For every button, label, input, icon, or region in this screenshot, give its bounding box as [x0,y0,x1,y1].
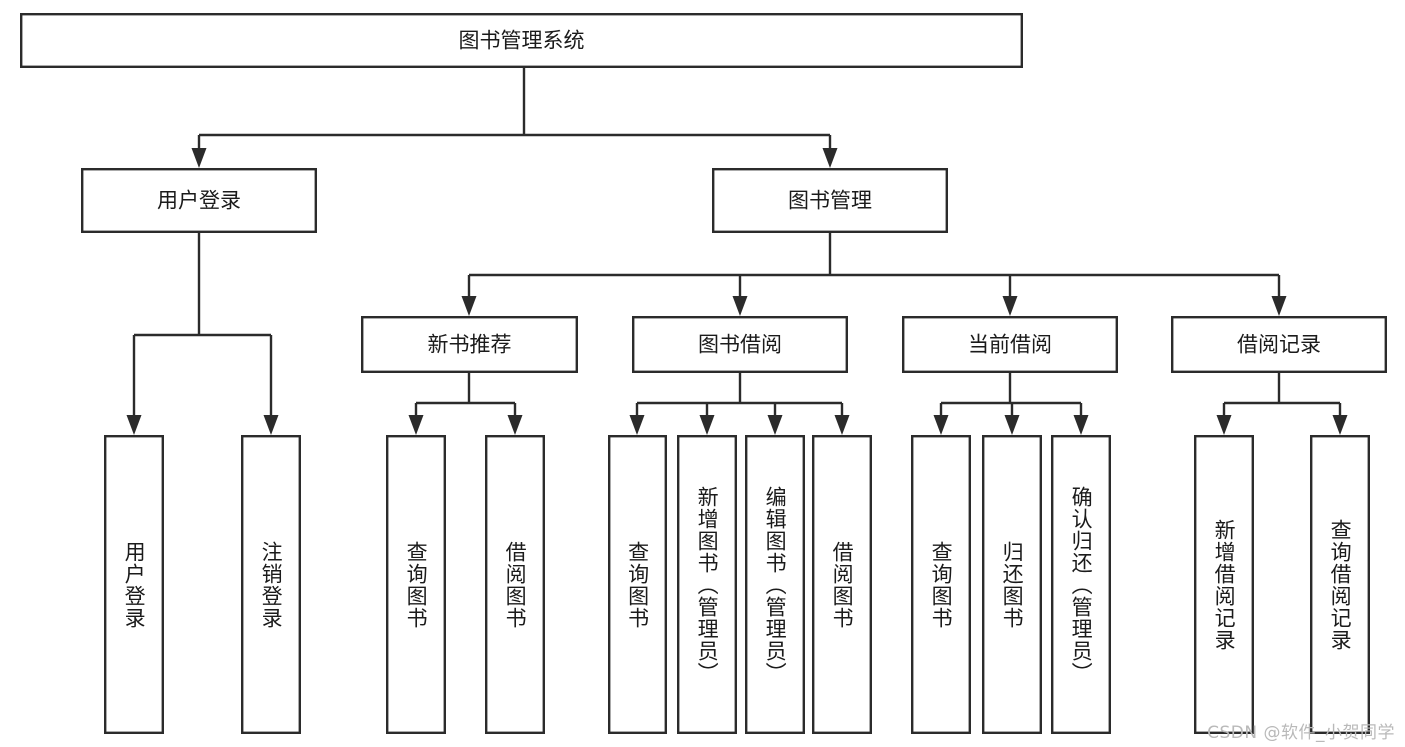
conn-root-to-level2 [191,68,838,168]
conn-borrow-to-leaves-arrow-1 [699,415,715,435]
node-box-new-book-recommend[interactable] [361,316,579,374]
conn-book-management-to-level3-arrow-0 [461,296,477,316]
conn-book-management-to-level3-arrow-2 [1002,296,1018,316]
conn-records-to-leaves-lines [1222,373,1342,419]
node-label-book-borrow: 图书借阅 [698,333,782,357]
conn-recommend-to-leaves-arrow-0 [408,415,424,435]
node-box-leaf-return-book[interactable] [982,435,1043,735]
node-box-leaf-borrow-book-recommend[interactable] [485,435,546,735]
node-box-leaf-edit-book[interactable] [745,435,806,735]
node-box-borrow-records[interactable] [1170,316,1387,374]
conn-book-management-to-level3 [461,233,1287,316]
conn-current-to-leaves-arrow-2 [1073,415,1089,435]
conn-borrow-to-leaves-arrow-3 [834,415,850,435]
conn-recommend-to-leaves [408,373,523,435]
node-box-leaf-query-book[interactable] [608,435,668,735]
conn-borrow-to-leaves-arrow-2 [767,415,783,435]
conn-user-login-to-leaves-arrow-1 [263,415,279,435]
node-box-leaf-query-borrow-record[interactable] [1309,435,1370,735]
node-label-borrow-records: 借阅记录 [1237,333,1321,357]
conn-book-management-to-level3-arrow-1 [732,296,748,316]
node-label-root: 图书管理系统 [459,29,585,53]
conn-book-management-to-level3-arrow-3 [1271,296,1287,316]
conn-current-to-leaves-arrow-0 [933,415,949,435]
conn-current-to-leaves [933,373,1089,435]
conn-user-login-to-leaves-lines [132,233,273,419]
conn-current-to-leaves-lines [939,373,1083,419]
conn-root-to-level2-arrow-0 [191,148,207,168]
node-label-book-management: 图书管理 [788,189,872,213]
conn-user-login-to-leaves-arrow-0 [126,415,142,435]
conn-records-to-leaves-arrow-1 [1332,415,1348,435]
conn-root-to-level2-lines [197,68,832,152]
node-box-book-borrow[interactable] [632,316,849,374]
node-box-user-login[interactable] [80,167,318,233]
conn-borrow-to-leaves [629,373,850,435]
boxes-layer [20,12,1387,735]
node-box-leaf-add-book[interactable] [677,435,738,735]
conn-recommend-to-leaves-lines [414,373,517,419]
conn-recommend-to-leaves-arrow-1 [507,415,523,435]
node-box-current-borrow[interactable] [902,316,1119,374]
node-box-leaf-query-book-recommend[interactable] [386,435,447,735]
node-box-leaf-user-login[interactable] [103,435,164,735]
node-box-book-management[interactable] [712,167,949,233]
node-box-leaf-query-book-current[interactable] [911,435,972,735]
connectors-layer [126,68,1348,435]
node-label-current-borrow: 当前借阅 [968,333,1052,357]
conn-user-login-to-leaves [126,233,279,435]
node-box-root[interactable] [20,12,1023,68]
conn-root-to-level2-arrow-1 [822,148,838,168]
csdn-watermark: CSDN @软件_小贺同学 [1207,723,1395,743]
node-box-leaf-borrow-book[interactable] [812,435,873,735]
conn-records-to-leaves-arrow-0 [1216,415,1232,435]
node-label-user-login: 用户登录 [157,189,241,213]
node-box-leaf-add-borrow-record[interactable] [1193,435,1254,735]
node-label-new-book-recommend: 新书推荐 [428,333,512,357]
conn-book-management-to-level3-lines [467,233,1281,300]
conn-records-to-leaves [1216,373,1348,435]
node-box-leaf-user-logout[interactable] [240,435,301,735]
conn-borrow-to-leaves-lines [635,373,844,419]
conn-borrow-to-leaves-arrow-0 [629,415,645,435]
node-box-leaf-confirm-return[interactable] [1050,435,1111,735]
conn-current-to-leaves-arrow-1 [1004,415,1020,435]
